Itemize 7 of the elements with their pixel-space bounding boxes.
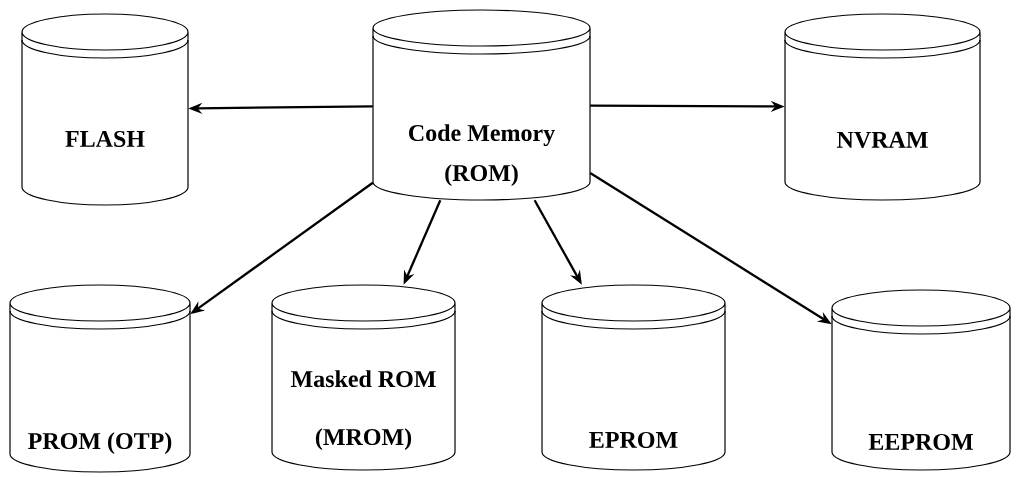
cylinder: EEPROM [831,289,1011,471]
cylinder: Masked ROM (MROM) [271,284,456,471]
cylinder: PROM (OTP) [9,284,191,473]
cylinder: NVRAM [784,13,981,201]
cylinder: Code Memory (ROM) [372,9,591,201]
cylinder: FLASH [21,13,189,206]
cylinder: EPROM [541,284,726,471]
